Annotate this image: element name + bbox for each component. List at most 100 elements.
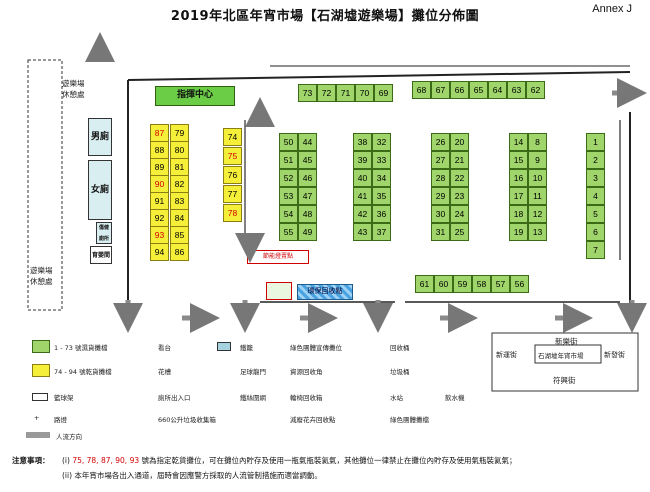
stall-28: 28 [431, 169, 450, 187]
legend-collect: 減廢花卉回收點 [290, 416, 336, 424]
stall-16: 16 [509, 169, 528, 187]
legend-wire: 鐵絲圍網 [240, 394, 266, 402]
legend-flower: 綠色團體宣傳攤位 [290, 344, 342, 352]
stall-10: 10 [528, 169, 547, 187]
stall-24: 24 [450, 205, 469, 223]
stall-66: 66 [450, 81, 469, 99]
stall-6: 6 [586, 223, 605, 241]
legend-shelf2: 鐵籠 [240, 344, 253, 352]
note-1-red: 75, 78, 87, 90, 93 [72, 456, 140, 465]
stall-64: 64 [488, 81, 507, 99]
stall-63: 63 [507, 81, 526, 99]
stall-46: 46 [298, 169, 317, 187]
legend-gate-swatch [217, 342, 231, 351]
stall-21: 21 [450, 151, 469, 169]
stall-27: 27 [431, 151, 450, 169]
stall-17: 17 [509, 187, 528, 205]
note-1-prefix: (i) [62, 456, 70, 465]
notes-heading: 注意事項： [12, 456, 50, 465]
legend-shelf-swatch [32, 393, 48, 401]
street-xinyun: 新運街 [496, 351, 517, 359]
stall-9: 9 [528, 151, 547, 169]
stall-39: 39 [353, 151, 372, 169]
stall-94: 94 [150, 243, 169, 261]
stall-48: 48 [298, 205, 317, 223]
stall-74: 74 [223, 128, 242, 146]
stall-73: 73 [298, 84, 317, 102]
annex-label: Annex J [592, 3, 632, 15]
stall-61: 61 [415, 275, 434, 293]
stall-65: 65 [469, 81, 488, 99]
stall-47: 47 [298, 187, 317, 205]
legend-gate: 足球龍門 [240, 368, 266, 376]
nursing-room: 育嬰間 [90, 246, 112, 264]
stall-56: 56 [510, 275, 529, 293]
stall-26: 26 [431, 133, 450, 151]
stall-71: 71 [336, 84, 355, 102]
stall-41: 41 [353, 187, 372, 205]
stall-54: 54 [279, 205, 298, 223]
legend-waste: 垃圾桶 [390, 368, 410, 376]
stall-22: 22 [450, 169, 469, 187]
stall-60: 60 [434, 275, 453, 293]
stall-38: 38 [353, 133, 372, 151]
stall-67: 67 [431, 81, 450, 99]
stall-34: 34 [372, 169, 391, 187]
female-toilet: 女廁 [88, 160, 112, 220]
stall-35: 35 [372, 187, 391, 205]
stall-29: 29 [431, 187, 450, 205]
legend-wet: 1 - 73 號濕貨攤檔 [54, 344, 108, 352]
stall-2: 2 [586, 151, 605, 169]
rest-area-bottom-label: 遊樂場 休憩處 [30, 266, 53, 286]
legend-stage: 看台 [158, 344, 171, 352]
legend-bin660: 660公升垃圾收集箱 [158, 416, 216, 424]
site-name-label: 石湖墟年宵市場 [538, 352, 584, 360]
stall-1: 1 [586, 133, 605, 151]
legend-water: 水站 [390, 394, 403, 402]
stall-49: 49 [298, 223, 317, 241]
stall-18: 18 [509, 205, 528, 223]
stall-75: 75 [223, 147, 242, 165]
stall-57: 57 [491, 275, 510, 293]
map-title: 2019年北區年宵市場【石湖墟遊樂場】攤位分佈圖 [170, 9, 480, 24]
stall-33: 33 [372, 151, 391, 169]
legend-bench: 綠色團體攤檔 [390, 416, 429, 424]
stall-7: 7 [586, 241, 605, 259]
stall-59: 59 [453, 275, 472, 293]
command-center: 指揮中心 [155, 86, 235, 106]
stall-85: 85 [170, 226, 189, 244]
note-2: (ii) 本年宵市場各出入通道，屆時會因應警方採取的人流管制措施而適當調動。 [62, 470, 647, 481]
stall-25: 25 [450, 223, 469, 241]
legend-recycle: 回收桶 [390, 344, 410, 352]
stall-13: 13 [528, 223, 547, 241]
stall-37: 37 [372, 223, 391, 241]
flower-stall-icon [266, 282, 292, 300]
stall-77: 77 [223, 185, 242, 203]
stall-55: 55 [279, 223, 298, 241]
legend-flow: 人流方向 [56, 433, 82, 441]
accessible-toilet: 傷健廁所 [96, 222, 112, 244]
stall-52: 52 [279, 169, 298, 187]
stall-42: 42 [353, 205, 372, 223]
legend-fence: 花槽 [158, 368, 171, 376]
street-xinle: 新樂街 [555, 337, 578, 346]
legend-fountain: 飲水機 [445, 394, 465, 402]
legend-light: 路燈 [54, 416, 67, 424]
legend-res: 資源回收角 [290, 368, 323, 376]
legend-entry: 輪椅回收箱 [290, 394, 323, 402]
legend-light-icon: + [34, 414, 40, 422]
stall-32: 32 [372, 133, 391, 151]
note-1: (i) 75, 78, 87, 90, 93 號為指定乾貨攤位，可在攤位內貯存及… [62, 455, 647, 466]
stall-68: 68 [412, 81, 431, 99]
stall-53: 53 [279, 187, 298, 205]
stall-30: 30 [431, 205, 450, 223]
stall-51: 51 [279, 151, 298, 169]
street-xinfa: 新發街 [604, 351, 625, 359]
stall-15: 15 [509, 151, 528, 169]
legend-tunnel: 廁所出入口 [158, 394, 191, 402]
stall-70: 70 [355, 84, 374, 102]
stall-4: 4 [586, 187, 605, 205]
stall-12: 12 [528, 205, 547, 223]
